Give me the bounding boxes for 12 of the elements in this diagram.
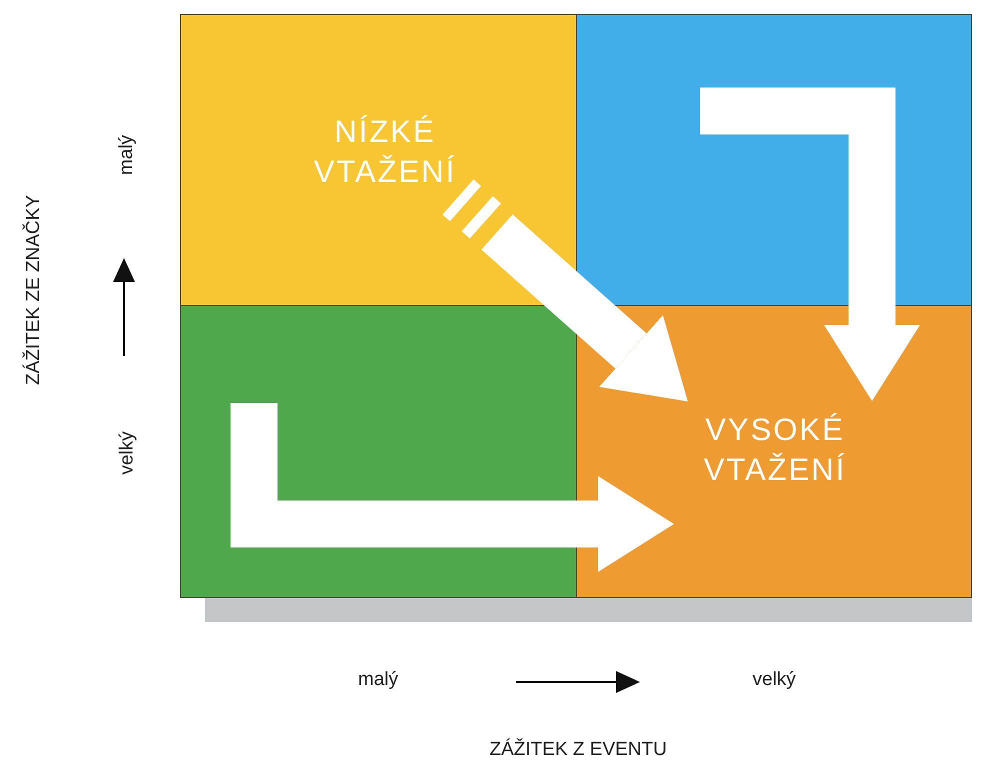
quadrant-title: VYSOKÉ VTAŽENÍ [702, 411, 848, 489]
arrow [700, 88, 920, 401]
quadrant-title: NÍZKÉ VTAŽENÍ [312, 113, 458, 191]
arrow [230, 403, 674, 572]
arrow [481, 214, 688, 402]
axis-label: velký [752, 669, 796, 691]
axis-title: ZÁŽITEK Z EVENTU [490, 739, 667, 761]
axis-label: velký [116, 431, 138, 475]
axis-label: malý [116, 134, 138, 176]
quadrant-box [180, 14, 577, 306]
axis-label: malý [358, 669, 398, 691]
axis-title: ZÁŽITEK ZE ZNAČKY [23, 194, 46, 386]
